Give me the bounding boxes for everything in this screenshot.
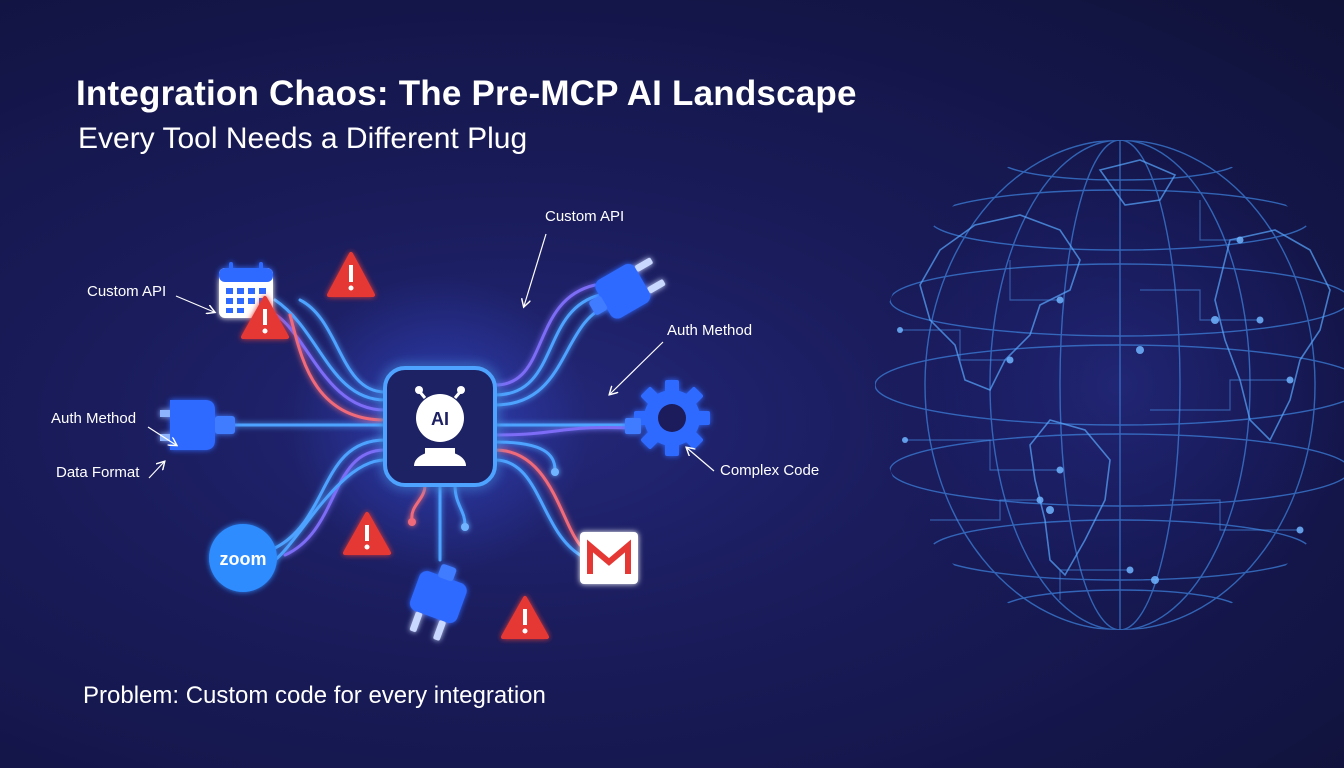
label-arrows [147, 233, 715, 479]
label-auth-method-left: Auth Method [51, 410, 137, 427]
svg-text:zoom: zoom [220, 549, 267, 569]
plug-icon [589, 257, 666, 319]
label-custom-api-left: Custom API [87, 283, 167, 300]
gear-icon [625, 380, 710, 456]
robot-icon [414, 386, 466, 466]
connection-wires [233, 283, 632, 562]
label-data-format: Data Format [56, 464, 140, 481]
hub-label: AI [431, 409, 449, 429]
warning-icon [327, 252, 375, 297]
plug-icon [409, 564, 467, 641]
warning-icon [343, 512, 391, 555]
warning-icon [241, 296, 289, 339]
page-title: Integration Chaos: The Pre-MCP AI Landsc… [76, 74, 857, 113]
label-auth-method-right: Auth Method [667, 322, 753, 339]
zoom-logo: zoom [209, 524, 277, 592]
label-complex-code: Complex Code [720, 462, 820, 479]
warning-icon [501, 596, 549, 639]
label-custom-api-top: Custom API [545, 208, 625, 225]
gmail-icon [580, 532, 638, 584]
plug-icon [160, 400, 235, 450]
page-subtitle: Every Tool Needs a Different Plug [78, 122, 528, 155]
problem-statement: Problem: Custom code for every integrati… [83, 682, 546, 709]
